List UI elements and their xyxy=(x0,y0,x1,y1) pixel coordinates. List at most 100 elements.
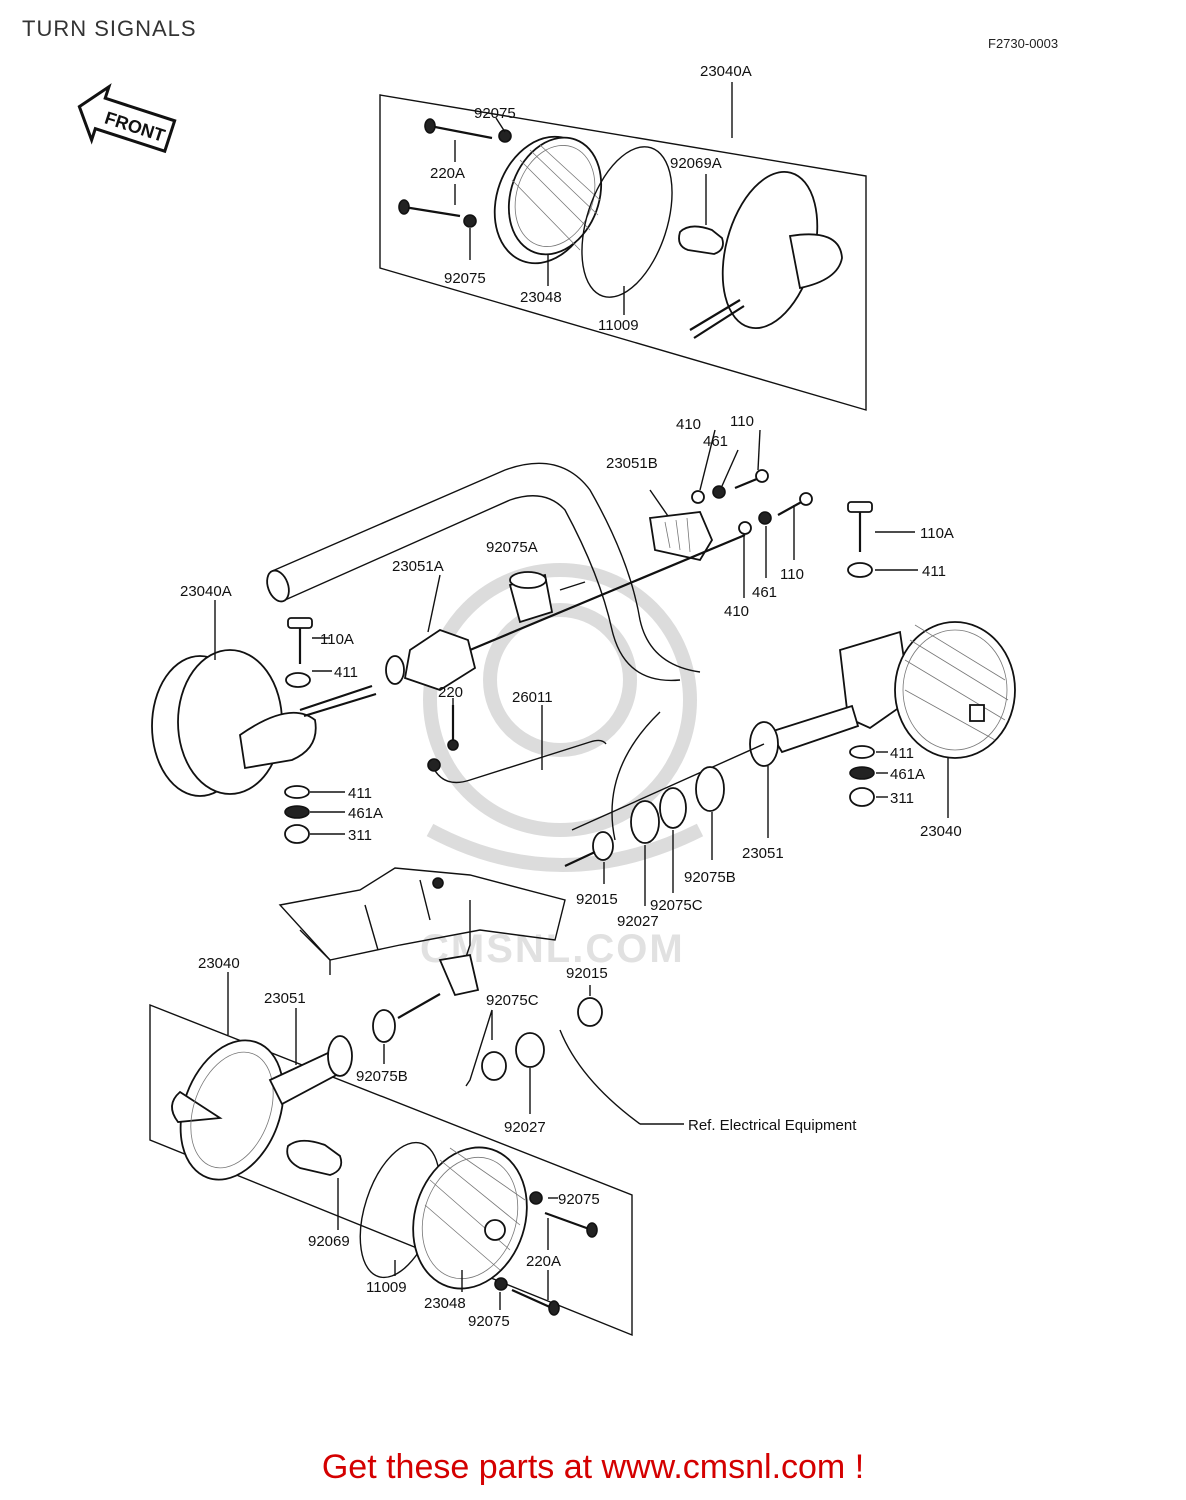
stem-23051-bottom xyxy=(268,1035,353,1106)
callout-410-a: 410 xyxy=(676,416,701,433)
callout-26011: 26011 xyxy=(512,689,553,706)
grommet-92075C-bottom xyxy=(481,1051,507,1081)
screw-220 xyxy=(447,705,459,751)
callout-92027-mid: 92027 xyxy=(617,913,659,930)
callout-220A-bottom: 220A xyxy=(526,1253,561,1270)
housing-23040A-top xyxy=(689,170,843,339)
callout-220: 220 xyxy=(438,684,463,701)
screw-220A-bottom-1 xyxy=(544,1211,598,1238)
callout-461A-left: 461A xyxy=(348,805,383,822)
stem-23051-right xyxy=(749,704,860,767)
callout-11009-top: 11009 xyxy=(598,317,639,334)
callout-92015-bottom: 92015 xyxy=(566,965,608,982)
screw-220A-bottom-2 xyxy=(511,1288,560,1316)
front-arrow-icon: FRONT xyxy=(77,83,177,154)
callout-110A-right: 110A xyxy=(920,525,954,542)
washer-92075-bottom-1 xyxy=(529,1191,543,1205)
callout-461A-right: 461A xyxy=(890,766,925,783)
grommet-92075B-mid xyxy=(695,766,725,812)
callout-23040A-top: 23040A xyxy=(700,63,752,80)
clamp-23051B xyxy=(648,489,714,562)
callout-92075-top-2: 92075 xyxy=(444,270,486,287)
wire-terminal-26011 xyxy=(427,758,441,772)
washer-92075-bottom-2 xyxy=(494,1277,508,1291)
callout-311-right: 311 xyxy=(890,790,914,807)
callout-92075-top-1: 92075 xyxy=(474,105,516,122)
leader-lines xyxy=(214,429,949,1310)
callout-411-right: 411 xyxy=(890,745,914,762)
footer-promo-link[interactable]: Get these parts at www.cmsnl.com ! xyxy=(321,1448,865,1486)
washer-461-a xyxy=(712,485,726,499)
grommet-92075A xyxy=(508,571,554,624)
gasket-11009-top xyxy=(581,146,673,298)
callout-23051-mid: 23051 xyxy=(742,845,784,862)
nut-92015-bottom xyxy=(577,997,603,1027)
callout-92075C-bottom: 92075C xyxy=(486,992,539,1009)
washer-461-b xyxy=(758,511,772,525)
callout-23040-right: 23040 xyxy=(920,823,962,840)
housing-23040-right xyxy=(839,621,1016,759)
callout-92075B-mid: 92075B xyxy=(684,869,736,886)
diagram-code: F2730-0003 xyxy=(988,36,1059,51)
washer-92075-top-2 xyxy=(463,214,477,228)
callout-410-b: 410 xyxy=(724,603,749,620)
callout-220A-top: 220A xyxy=(430,165,465,182)
callout-461-b: 461 xyxy=(752,584,777,601)
callout-92075B-bottom: 92075B xyxy=(356,1068,408,1085)
washer-410-a xyxy=(691,490,705,504)
housing-23040A-left xyxy=(151,649,377,797)
handlebar xyxy=(266,462,701,682)
callout-92069: 92069 xyxy=(308,1233,350,1250)
callout-411-left-top: 411 xyxy=(334,664,358,681)
callout-23040A-left: 23040A xyxy=(180,583,232,600)
rear-frame-bracket xyxy=(278,867,566,997)
washer-411-right xyxy=(849,745,875,759)
nut-311-right xyxy=(849,787,875,807)
bulb-92069A xyxy=(678,225,724,255)
callout-23051A: 23051A xyxy=(392,558,444,575)
screw-220A-top-1 xyxy=(424,118,493,140)
bolt-110-a xyxy=(734,469,769,490)
callout-411-left-bottom: 411 xyxy=(348,785,372,802)
callout-92075A: 92075A xyxy=(486,539,538,556)
callout-92027-bottom: 92027 xyxy=(504,1119,546,1136)
grommet-92027-mid xyxy=(630,800,660,844)
screw-220A-top-2 xyxy=(398,199,461,218)
bottom-turn-signal-assembly xyxy=(149,993,641,1337)
lens-23048-bottom xyxy=(412,1146,528,1290)
callout-92075-bottom-2: 92075 xyxy=(468,1313,510,1330)
callout-23048-top: 23048 xyxy=(520,289,562,306)
callout-311-left: 311 xyxy=(348,827,372,844)
callout-110-b: 110 xyxy=(780,566,804,583)
bolt-110A-right xyxy=(847,501,873,552)
ground-wire xyxy=(559,1029,641,1125)
nut-311-left xyxy=(284,824,310,844)
callout-92075C-mid: 92075C xyxy=(650,897,703,914)
washer-411-right-top xyxy=(847,562,873,578)
washer-411-left-top xyxy=(285,672,311,688)
washer-92075-top-1 xyxy=(498,129,512,143)
housing-23040-bottom xyxy=(171,1039,285,1181)
bolt-110-b xyxy=(777,492,813,516)
bolt-110A-left xyxy=(287,617,313,664)
washer-461A-right xyxy=(849,766,875,780)
grommet-92027-bottom xyxy=(515,1032,545,1068)
callout-23048-bottom: 23048 xyxy=(424,1295,466,1312)
bulb-92069 xyxy=(286,1139,343,1176)
lens-23048-top xyxy=(493,135,603,265)
top-turn-signal-assembly xyxy=(379,82,867,411)
callout-11009-bottom: 11009 xyxy=(366,1279,407,1296)
washer-411-left-bottom xyxy=(284,785,310,799)
nut-92015-mid xyxy=(564,831,614,867)
ref-electrical-equipment-note: Ref. Electrical Equipment xyxy=(688,1117,857,1134)
callout-92075-bottom-1: 92075 xyxy=(558,1191,600,1208)
callout-411-right-top: 411 xyxy=(922,563,946,580)
washer-410-b xyxy=(738,521,752,535)
callout-92015-mid: 92015 xyxy=(576,891,618,908)
lead-wire-26011 xyxy=(429,739,607,784)
watermark-logo: CMSNL.COM xyxy=(420,563,704,971)
callout-23051B: 23051B xyxy=(606,455,658,472)
callout-110-a: 110 xyxy=(730,413,754,430)
callout-92069A: 92069A xyxy=(670,155,722,172)
